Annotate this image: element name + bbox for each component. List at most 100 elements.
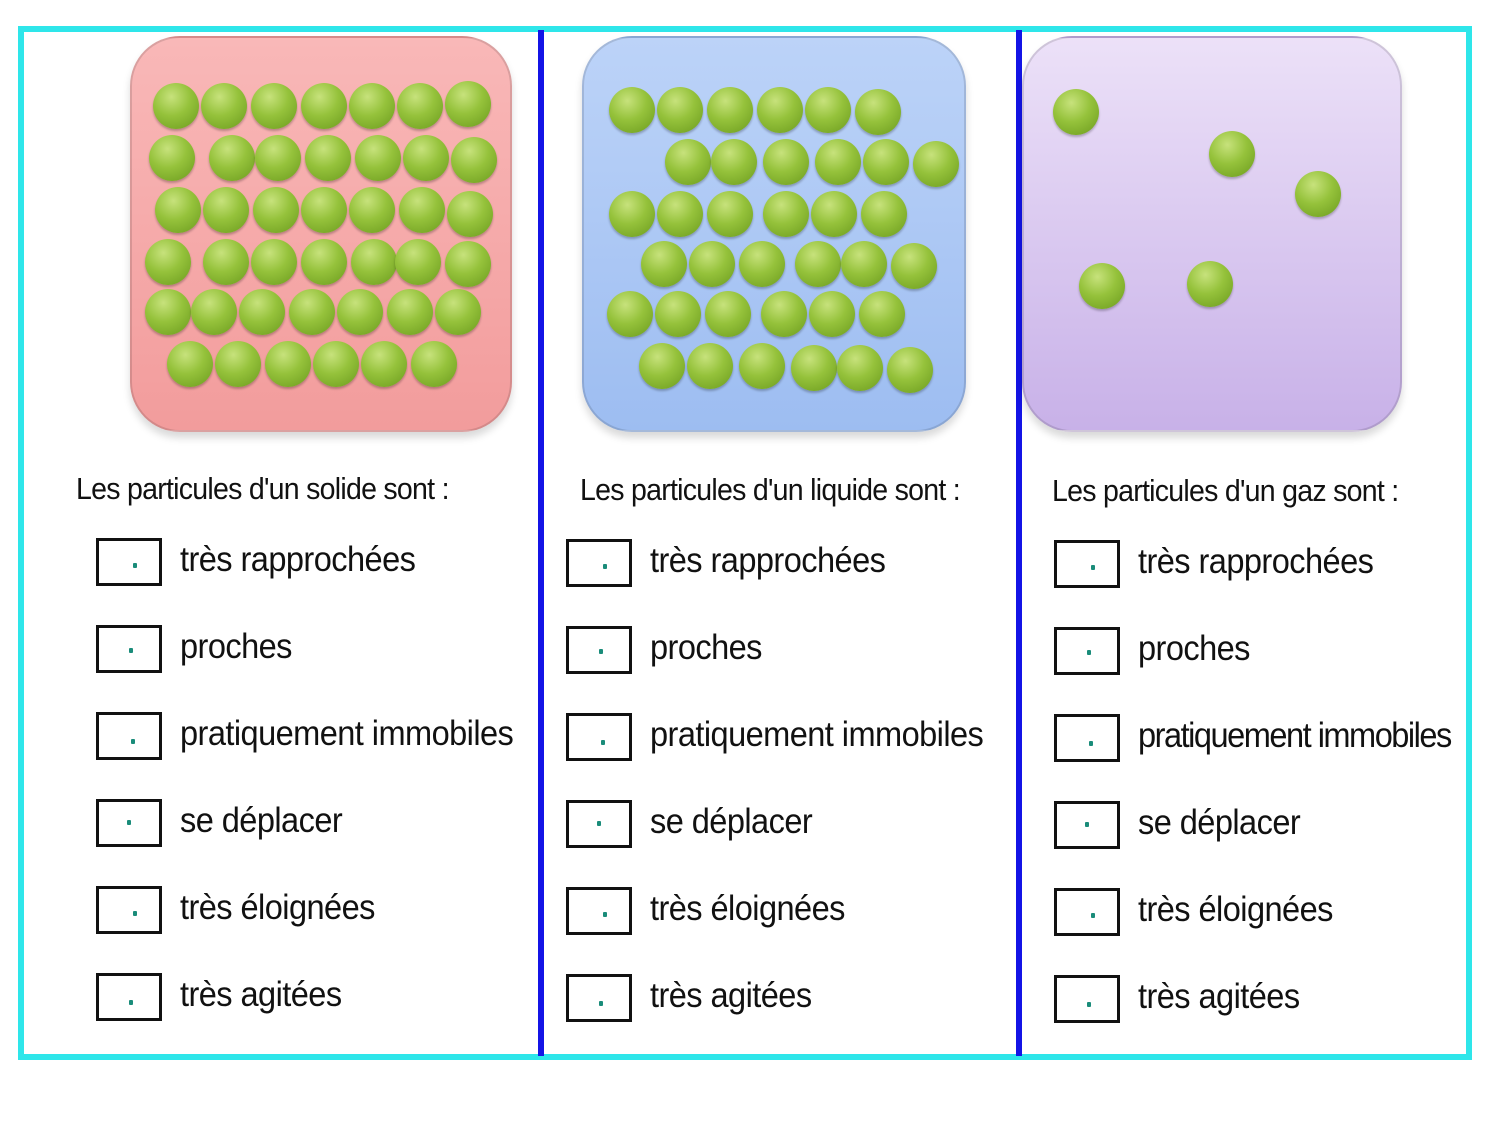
gas-particle-icon [1209, 131, 1255, 177]
option-label: proches [1138, 629, 1250, 668]
liquid-option-1[interactable]: très rapprochées [566, 539, 986, 593]
solid-particles-panel [130, 36, 512, 432]
solid-particle-icon [145, 239, 191, 285]
empty-checkbox-icon[interactable] [96, 973, 162, 1021]
empty-checkbox-icon[interactable] [566, 713, 632, 761]
liquid-particle-icon [757, 87, 803, 133]
solid-particle-icon [149, 135, 195, 181]
pen-mark [133, 911, 137, 916]
empty-checkbox-icon[interactable] [566, 539, 632, 587]
gas-column: Les particules d'un gaz sont : très rapp… [1022, 26, 1470, 1060]
empty-checkbox-icon[interactable] [96, 799, 162, 847]
liquid-particle-icon [855, 89, 901, 135]
empty-checkbox-icon[interactable] [96, 538, 162, 586]
pen-mark [131, 739, 135, 744]
gas-particle-icon [1053, 89, 1099, 135]
empty-checkbox-icon[interactable] [96, 712, 162, 760]
option-label: proches [650, 628, 762, 667]
solid-particle-icon [447, 191, 493, 237]
liquid-particle-icon [795, 241, 841, 287]
empty-checkbox-icon[interactable] [1054, 888, 1120, 936]
liquid-particle-icon [861, 191, 907, 237]
empty-checkbox-icon[interactable] [1054, 801, 1120, 849]
solid-particle-icon [337, 289, 383, 335]
gas-option-2[interactable]: proches [1054, 627, 1474, 681]
liquid-particle-icon [665, 139, 711, 185]
option-label: très rapprochées [180, 540, 416, 579]
solid-particle-icon [301, 187, 347, 233]
solid-heading: Les particules d'un solide sont : [76, 471, 449, 506]
gas-option-3[interactable]: pratiquement immobiles [1054, 714, 1474, 768]
gas-option-4[interactable]: se déplacer [1054, 801, 1474, 855]
solid-option-6[interactable]: très agitées [96, 973, 516, 1027]
liquid-particle-icon [891, 243, 937, 289]
empty-checkbox-icon[interactable] [1054, 540, 1120, 588]
pen-mark [129, 1000, 133, 1005]
solid-option-4[interactable]: se déplacer [96, 799, 516, 853]
empty-checkbox-icon[interactable] [566, 800, 632, 848]
liquid-particle-icon [811, 191, 857, 237]
solid-option-5[interactable]: très éloignées [96, 886, 516, 940]
solid-particle-icon [253, 187, 299, 233]
solid-particle-icon [445, 241, 491, 287]
liquid-option-6[interactable]: très agitées [566, 974, 986, 1028]
liquid-particle-icon [711, 139, 757, 185]
solid-particle-icon [191, 289, 237, 335]
solid-particle-icon [349, 83, 395, 129]
liquid-particle-icon [705, 291, 751, 337]
empty-checkbox-icon[interactable] [1054, 975, 1120, 1023]
solid-particle-icon [395, 239, 441, 285]
pen-mark [601, 740, 605, 745]
liquid-option-3[interactable]: pratiquement immobiles [566, 713, 986, 767]
liquid-particle-icon [763, 139, 809, 185]
pen-mark [603, 564, 607, 569]
empty-checkbox-icon[interactable] [1054, 714, 1120, 762]
option-label: se déplacer [1138, 803, 1301, 842]
solid-particle-icon [153, 83, 199, 129]
solid-particle-icon [289, 289, 335, 335]
solid-particle-icon [397, 83, 443, 129]
liquid-heading: Les particules d'un liquide sont : [580, 472, 961, 507]
liquid-option-5[interactable]: très éloignées [566, 887, 986, 941]
liquid-particle-icon [707, 87, 753, 133]
solid-option-3[interactable]: pratiquement immobiles [96, 712, 516, 766]
gas-heading: Les particules d'un gaz sont : [1052, 473, 1399, 508]
option-label: très éloignées [650, 889, 845, 928]
solid-particle-icon [435, 289, 481, 335]
liquid-particle-icon [763, 191, 809, 237]
liquid-particle-icon [687, 343, 733, 389]
liquid-particle-icon [761, 291, 807, 337]
solid-particle-icon [411, 341, 457, 387]
option-label: très agitées [1138, 977, 1300, 1016]
solid-particle-icon [155, 187, 201, 233]
gas-option-6[interactable]: très agitées [1054, 975, 1474, 1029]
pen-mark [597, 821, 601, 826]
solid-option-1[interactable]: très rapprochées [96, 538, 516, 592]
solid-particle-icon [301, 239, 347, 285]
worksheet-frame [18, 26, 1472, 1060]
pen-mark [1091, 913, 1095, 918]
option-label: proches [180, 627, 292, 666]
column-divider-1 [538, 30, 544, 1056]
empty-checkbox-icon[interactable] [566, 974, 632, 1022]
empty-checkbox-icon[interactable] [96, 886, 162, 934]
solid-particle-icon [255, 135, 301, 181]
empty-checkbox-icon[interactable] [566, 887, 632, 935]
option-label: très rapprochées [650, 541, 886, 580]
option-label: pratiquement immobiles [180, 714, 514, 753]
empty-checkbox-icon[interactable] [96, 625, 162, 673]
solid-option-2[interactable]: proches [96, 625, 516, 679]
pen-mark [129, 648, 133, 653]
liquid-option-4[interactable]: se déplacer [566, 800, 986, 854]
empty-checkbox-icon[interactable] [566, 626, 632, 674]
liquid-particle-icon [609, 191, 655, 237]
gas-option-1[interactable]: très rapprochées [1054, 540, 1474, 594]
liquid-particle-icon [913, 141, 959, 187]
gas-option-5[interactable]: très éloignées [1054, 888, 1474, 942]
solid-particle-icon [215, 341, 261, 387]
liquid-particle-icon [739, 343, 785, 389]
empty-checkbox-icon[interactable] [1054, 627, 1120, 675]
pen-mark [1085, 822, 1089, 827]
liquid-option-2[interactable]: proches [566, 626, 986, 680]
gas-particle-icon [1187, 261, 1233, 307]
